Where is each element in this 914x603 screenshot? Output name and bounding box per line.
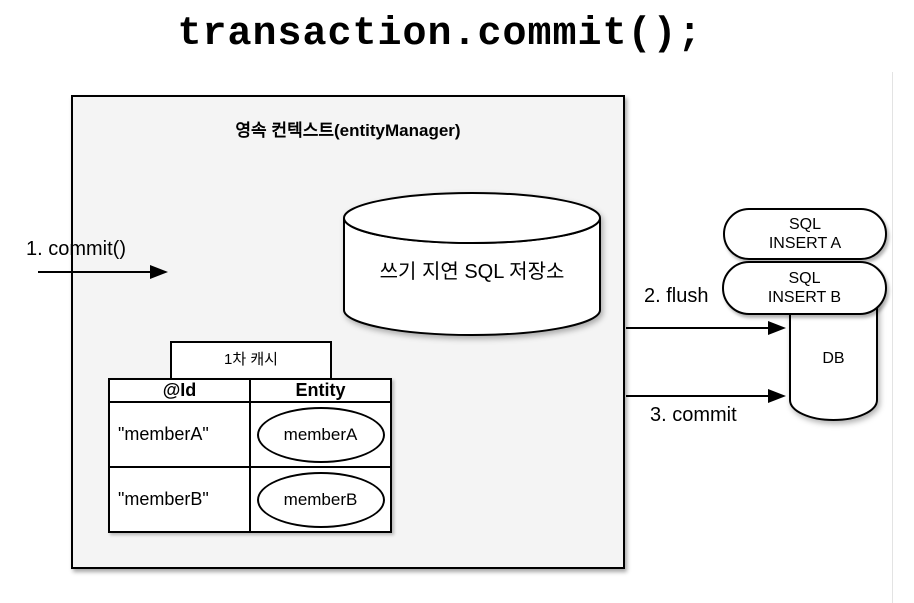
- sql-insert-b-capsule: SQL INSERT B: [722, 261, 887, 315]
- first-level-cache-tab: 1차 캐시: [170, 341, 332, 378]
- entity-ellipse-memberB: memberB: [256, 471, 385, 528]
- entity-cell-memberA: memberA: [249, 401, 392, 468]
- id-cell-memberB: "memberB": [108, 466, 251, 533]
- first-level-cache-table: @Id Entity "memberA" memberA "memberB" m…: [108, 378, 392, 533]
- step-label-flush: 2. flush: [644, 285, 709, 307]
- column-header-entity: Entity: [249, 378, 392, 403]
- table-header-row: @Id Entity: [108, 378, 392, 403]
- table-row: "memberB" memberB: [108, 466, 392, 533]
- sql-store-label: 쓰기 지연 SQL 저장소: [379, 261, 565, 283]
- sql-insert-a-capsule: SQL INSERT A: [723, 208, 887, 260]
- step-label-commit: 1. commit(): [26, 238, 126, 260]
- persistence-context-label: 영속 컨텍스트(entityManager): [235, 121, 461, 140]
- entity-ellipse-memberA: memberA: [256, 406, 385, 463]
- flush-arrow-icon: [626, 321, 786, 335]
- column-header-id: @Id: [108, 378, 251, 403]
- db-label: DB: [822, 350, 845, 367]
- table-row: "memberA" memberA: [108, 401, 392, 468]
- sql-insert-a-line2: INSERT A: [768, 235, 842, 252]
- step-label-commit-db: 3. commit: [650, 404, 737, 426]
- id-cell-memberA: "memberA": [108, 401, 251, 468]
- page-edge-divider: [892, 72, 893, 603]
- commit-db-arrow-icon: [626, 389, 786, 403]
- sql-insert-b-line1: SQL: [788, 269, 821, 287]
- sql-insert-b-line2: INSERT B: [767, 289, 842, 306]
- sql-insert-a-line1: SQL: [788, 215, 821, 233]
- entity-cell-memberB: memberB: [249, 466, 392, 533]
- code-title: transaction.commit();: [177, 12, 703, 57]
